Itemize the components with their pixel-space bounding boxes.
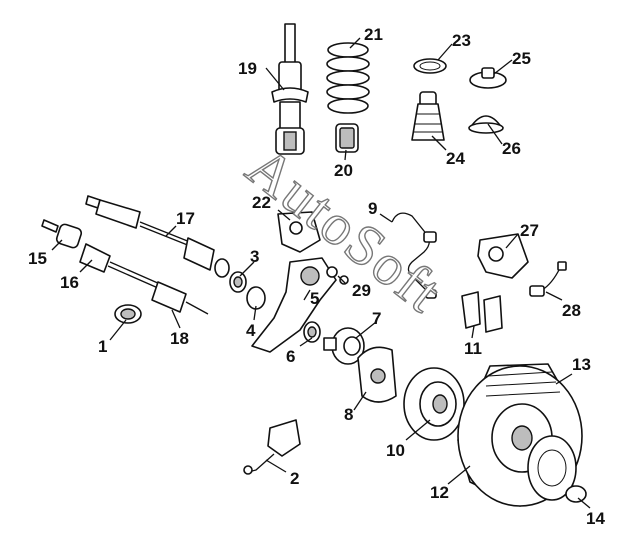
callout-3: 3 [250, 247, 259, 266]
callout-20: 20 [334, 161, 353, 180]
callout-10: 10 [386, 441, 405, 460]
callout-9: 9 [368, 199, 377, 218]
callout-5: 5 [310, 289, 319, 308]
part-coil-spring [326, 42, 370, 114]
callout-29: 29 [352, 281, 371, 300]
part-brake-caliper [477, 233, 529, 279]
callout-28: 28 [562, 301, 581, 320]
part-dust-boot [411, 91, 445, 141]
callout-13: 13 [572, 355, 591, 374]
part-splash-shield [357, 346, 397, 403]
callout-25: 25 [512, 49, 531, 68]
callout-1: 1 [98, 337, 107, 356]
callout-24: 24 [446, 149, 465, 168]
part-wheel-cover [527, 435, 587, 503]
part-steering-knuckle-bracket [277, 211, 321, 253]
callout-11: 11 [464, 339, 482, 358]
callout-21: 21 [364, 25, 383, 44]
callout-27: 27 [520, 221, 539, 240]
part-bump-stop [335, 123, 359, 153]
part-top-mount [469, 67, 507, 89]
part-spring-seat-ring [413, 58, 447, 74]
callout-22: 22 [252, 193, 271, 212]
callout-12: 12 [430, 483, 449, 502]
part-abs-sensor-cable [391, 212, 437, 299]
callout-17: 17 [176, 209, 195, 228]
part-shock-absorber-strut [271, 23, 309, 155]
part-lever-bracket [243, 419, 301, 475]
callout-7: 7 [372, 309, 381, 328]
callout-19: 19 [238, 59, 257, 78]
callout-14: 14 [586, 509, 605, 528]
part-driveshaft-long [85, 195, 230, 278]
callout-2: 2 [290, 469, 299, 488]
callout-16: 16 [60, 273, 79, 292]
part-bearing-sleeve [114, 304, 142, 324]
callout-18: 18 [170, 329, 189, 348]
callout-8: 8 [344, 405, 353, 424]
part-wear-sensor [529, 261, 567, 297]
leader-lines [51, 37, 591, 509]
part-brake-disc [403, 367, 465, 441]
callout-26: 26 [502, 139, 521, 158]
part-driveshaft-short [41, 219, 209, 315]
part-small-fittings [326, 266, 349, 285]
callout-23: 23 [452, 31, 471, 50]
part-mount-cushion [468, 115, 504, 134]
callout-4: 4 [246, 321, 256, 340]
part-bearings [229, 271, 321, 343]
callout-6: 6 [286, 347, 295, 366]
callout-15: 15 [28, 249, 47, 268]
part-brake-pads [461, 291, 503, 333]
part-wheel-hub [323, 327, 365, 365]
callout-labels: 1 2 3 4 5 6 7 8 9 10 11 12 13 14 15 16 1… [28, 25, 605, 528]
